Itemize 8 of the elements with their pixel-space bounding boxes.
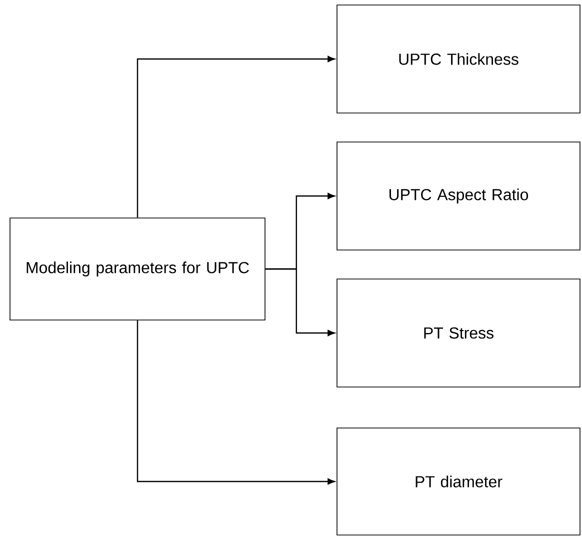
arrow bbox=[136, 56, 335, 218]
process-box: PT Stress bbox=[336, 278, 580, 388]
arrow bbox=[265, 268, 335, 336]
process-box: UPTC Aspect Ratio bbox=[336, 142, 580, 250]
process-box: UPTC Thickness bbox=[336, 4, 580, 114]
process-box: PT diameter bbox=[336, 428, 580, 536]
process-box: Modeling parameters for UPTC bbox=[10, 218, 266, 320]
arrow bbox=[136, 320, 335, 485]
